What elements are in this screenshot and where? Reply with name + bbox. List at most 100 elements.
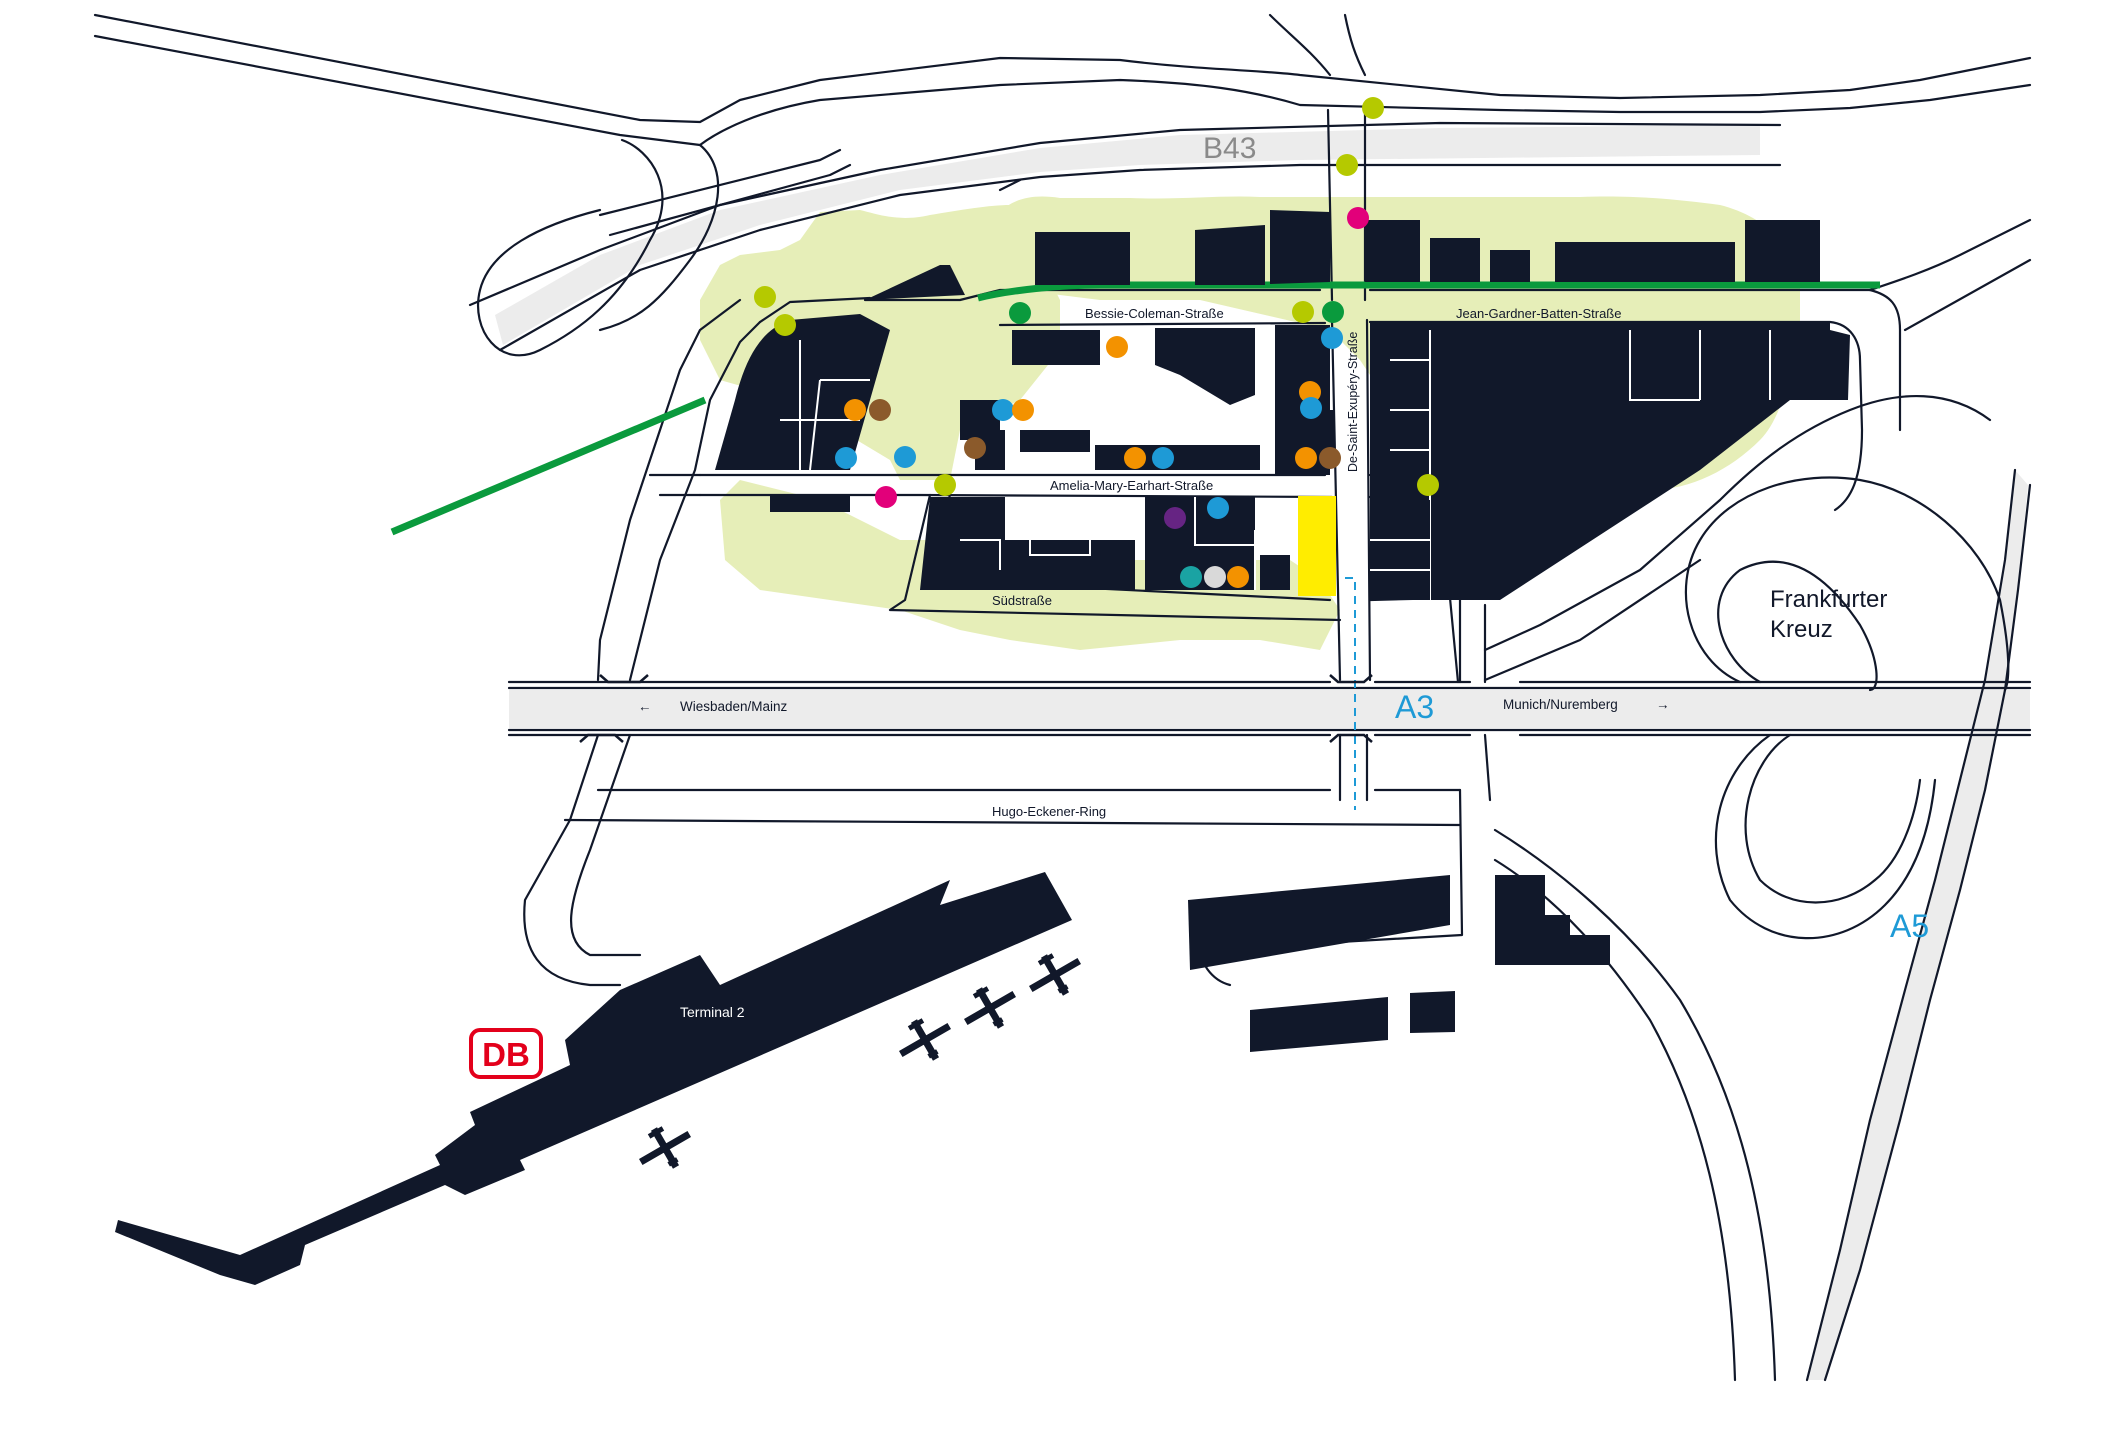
rail-line-north [977,281,1880,302]
jean-curve [1868,288,1902,432]
west-direction-label: Wiesbaden/Mainz [680,699,788,714]
ramp-1 [608,163,852,237]
building-south-east-strip [1370,500,1430,600]
poi-marker-lime[interactable] [754,286,776,308]
airplane-icon [899,1018,951,1061]
west-arrow: ← [638,699,652,714]
jean-gardner-street-label: Jean-Gardner-Batten-Straße [1456,306,1621,321]
kreuz-south-curve-2 [1493,858,1737,1382]
exupery-right-2 [1365,318,1372,682]
mid-connector-1 [1368,596,1460,684]
poi-marker-orange[interactable] [1106,336,1128,358]
mid-connector-2 [1483,394,1992,652]
building-center-1 [1012,330,1100,365]
building-cargo-4 [1410,991,1455,1033]
poi-marker-blue[interactable] [1321,327,1343,349]
exupery-left-1 [1326,108,1334,302]
poi-marker-blue[interactable] [1152,447,1174,469]
poi-marker-lime[interactable] [1336,154,1358,176]
mid-connector-3 [1483,558,1702,682]
rail-lines [390,281,1880,536]
b43-edge-bottom [498,163,1782,352]
poi-marker-blue[interactable] [835,447,857,469]
hugo-east-x [1458,598,1487,684]
kreuz-loop-south [1744,733,1922,904]
poi-marker-purple[interactable] [1164,507,1186,529]
building-west-wedge [715,314,890,470]
poi-marker-brown[interactable] [1319,447,1341,469]
airplanes [639,953,1081,1169]
a5-label: A5 [1890,908,1929,944]
road-north-top [698,78,2032,147]
exupery-north-right [1343,13,1367,77]
poi-markers [754,97,1439,588]
poi-marker-lime[interactable] [1417,474,1439,496]
poi-marker-brown[interactable] [869,399,891,421]
bridge-marker [579,733,624,743]
bridge-markers [579,674,1373,743]
poi-marker-dark-green[interactable] [1322,301,1344,323]
airplane-icon [964,986,1016,1029]
west-block-top [758,296,872,324]
poi-marker-blue[interactable] [1300,397,1322,419]
b43-edge-top [468,121,1782,307]
poi-marker-brown[interactable] [964,437,986,459]
building-north-row-9 [1745,220,1820,282]
poi-marker-blue[interactable] [894,446,916,468]
poi-marker-orange[interactable] [1299,381,1321,403]
hugo-left-loop-outer [523,733,622,987]
a5-edge-left [1805,468,2017,1382]
building-south-east-strip-lines [1370,539,1430,571]
poi-marker-magenta[interactable] [1347,207,1369,229]
building-north-row-7 [1490,250,1530,282]
poi-marker-light-gray[interactable] [1204,566,1226,588]
building-north-row-4 [1270,210,1330,284]
poi-marker-orange[interactable] [844,399,866,421]
terminal-2-building [115,872,1072,1285]
poi-marker-orange[interactable] [1227,566,1249,588]
poi-marker-lime[interactable] [1292,301,1314,323]
poi-marker-lime[interactable] [1362,97,1384,119]
rail-line-west [390,396,707,536]
east-direction-label: Munich/Nuremberg [1503,697,1618,712]
poi-marker-lime[interactable] [934,474,956,496]
poi-marker-orange[interactable] [1295,447,1317,469]
east-upper-road-2 [1903,258,2032,332]
poi-marker-orange[interactable] [1124,447,1146,469]
poi-marker-blue[interactable] [1207,497,1229,519]
kreuz-south-curve [1493,828,1777,1382]
bridge-marker [1329,674,1373,684]
building-east-large-lines [1390,330,1771,600]
building-south-1 [920,497,1135,590]
sued-outer [888,493,1342,622]
kreuz-loop-north [1717,560,1878,692]
building-cargo-3 [1250,997,1388,1052]
poi-marker-blue[interactable] [992,399,1014,421]
bessie-coleman-street-label: Bessie-Coleman-Straße [1085,306,1224,321]
building-north-row-6 [1430,238,1480,282]
poi-marker-magenta[interactable] [875,486,897,508]
b43-highway [495,125,1760,345]
building-cargo-2 [1495,875,1610,965]
building-south-1-lines [960,519,1091,570]
airplane-icon [639,1126,691,1169]
sued-street-label: Südstraße [992,593,1052,608]
poi-marker-dark-green[interactable] [1009,302,1031,324]
building-north-row-2 [1035,232,1130,285]
building-highlight-yellow [1298,496,1336,596]
building-north-row-3 [1195,225,1265,285]
road-north-arc-inner [93,34,702,147]
poi-marker-orange[interactable] [1012,399,1034,421]
building-south-3 [1260,555,1290,590]
kreuz-label-line1: Frankfurter [1770,586,1887,613]
bridge-marker [599,674,649,684]
poi-marker-teal[interactable] [1180,566,1202,588]
bessie-bottom [998,321,1327,327]
poi-marker-lime[interactable] [774,314,796,336]
terminal-2-label: Terminal 2 [680,1004,745,1020]
east-upper-road [1868,218,2032,292]
kreuz-loop-south-outer [1714,733,1937,940]
db-logo: DB [469,1028,543,1079]
buildings [115,210,1850,1285]
